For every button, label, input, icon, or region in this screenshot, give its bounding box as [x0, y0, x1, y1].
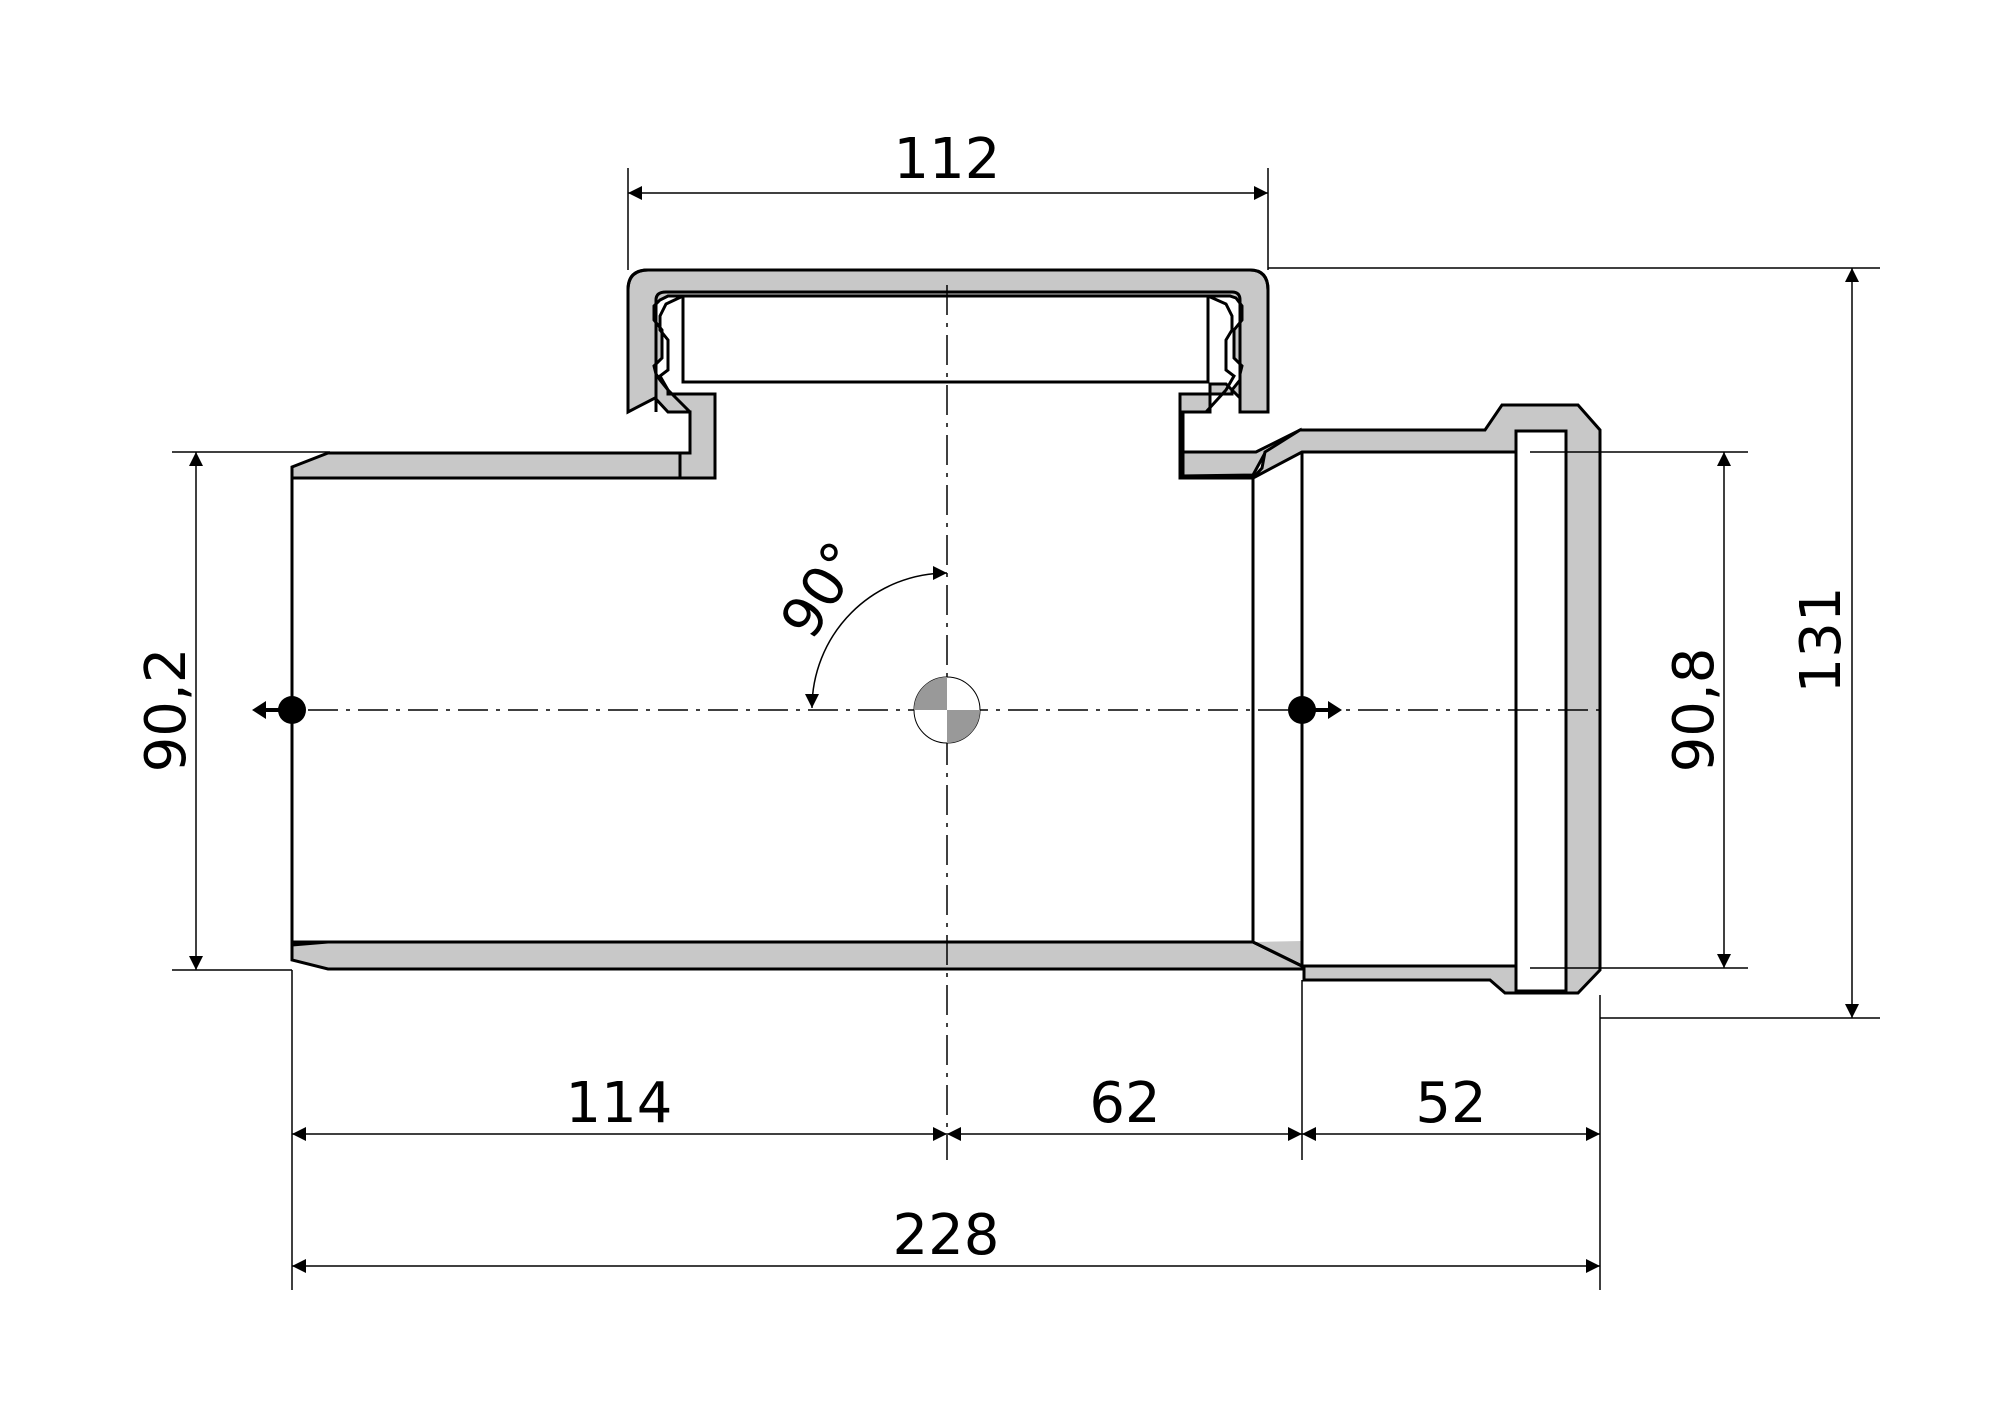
cap-outer	[626, 268, 1270, 414]
flow-arrow-right-icon	[1288, 696, 1342, 724]
label-total-length: 228	[893, 1203, 1000, 1268]
cap-lip-right	[1181, 294, 1236, 478]
cap-opening-outline	[681, 294, 1210, 384]
branch-bore-edge-right	[1178, 394, 1253, 480]
main-pipe-top-wall	[290, 451, 682, 480]
label-segment-mid: 62	[1089, 1071, 1160, 1136]
center-of-gravity-icon	[913, 676, 981, 744]
pipe-bore	[290, 294, 1568, 993]
branch-cap-outline	[626, 268, 1270, 478]
label-right-diameter: 90,8	[1662, 648, 1727, 773]
socket-bore	[1302, 452, 1516, 966]
cap-inner	[654, 290, 1242, 412]
label-segment-right: 52	[1415, 1071, 1486, 1136]
dimension-lines	[172, 168, 1880, 1290]
main-bore	[292, 394, 1302, 942]
label-segment-left: 114	[566, 1071, 673, 1136]
branch-opening	[681, 294, 1210, 384]
flow-arrow-left-icon	[252, 696, 306, 724]
angle-arc	[805, 566, 948, 709]
cap-lip-left	[658, 294, 692, 453]
main-pipe-bottom-wall	[290, 940, 1304, 971]
main-bore-edge-top	[292, 394, 717, 480]
seal-ring	[1514, 429, 1568, 993]
label-top-width: 112	[894, 127, 1001, 192]
label-total-height: 131	[1789, 587, 1854, 694]
label-left-diameter: 90,2	[134, 648, 199, 773]
